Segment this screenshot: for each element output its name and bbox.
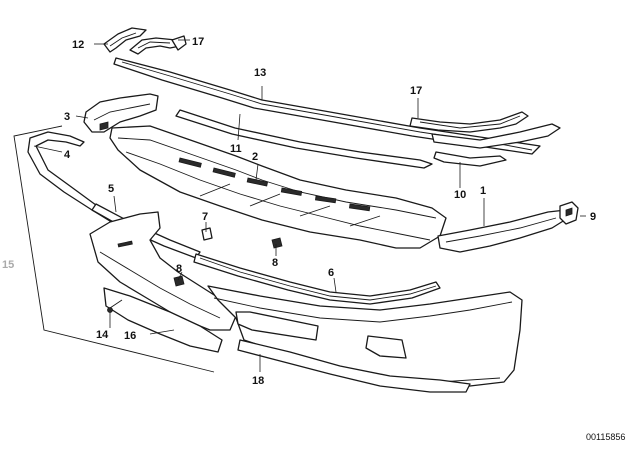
part-14-screw — [107, 299, 123, 313]
part-2-bumper-carrier — [109, 125, 447, 249]
part-11-lower-strip — [175, 109, 433, 169]
document-id: 00115856 — [586, 432, 625, 442]
part-12-corner-trim — [103, 27, 147, 53]
callout-17: 17 — [410, 85, 422, 97]
callout-10: 10 — [454, 189, 466, 201]
part-17-clip-right — [409, 111, 561, 149]
callout-13: 13 — [254, 67, 266, 79]
callout-8: 8 — [272, 257, 278, 269]
part-10-right-trim — [433, 151, 507, 167]
callout-11: 11 — [230, 143, 242, 155]
callout-15: 15 — [2, 259, 14, 271]
callout-17: 17 — [192, 36, 204, 48]
part-6-rubber-strip — [193, 253, 441, 305]
leader-lines — [33, 39, 586, 372]
callout-18: 18 — [252, 375, 264, 387]
callout-9: 9 — [590, 211, 596, 223]
callout-4: 4 — [64, 149, 71, 161]
callout-12: 12 — [72, 39, 84, 51]
callout-3: 3 — [64, 111, 70, 123]
part-9-end-bracket — [559, 201, 579, 225]
part-7-clip — [201, 227, 213, 241]
callout-7: 7 — [202, 211, 208, 223]
group-15-bracket — [13, 125, 215, 373]
part-lower-left-bumper — [89, 211, 237, 353]
part-18-bumper-cover — [207, 285, 523, 393]
callout-14: 14 — [96, 329, 109, 341]
part-17-clip-upper — [129, 35, 187, 55]
callout-6: 6 — [328, 267, 334, 279]
callout-8: 8 — [176, 263, 182, 275]
callout-1: 1 — [480, 185, 486, 197]
callout-2: 2 — [252, 151, 258, 163]
part-8-nut-upper — [271, 237, 283, 249]
callout-5: 5 — [108, 183, 114, 195]
part-1-bumper-end — [437, 209, 569, 253]
part-3-corner-carrier — [83, 93, 159, 133]
callout-16: 16 — [124, 330, 136, 342]
